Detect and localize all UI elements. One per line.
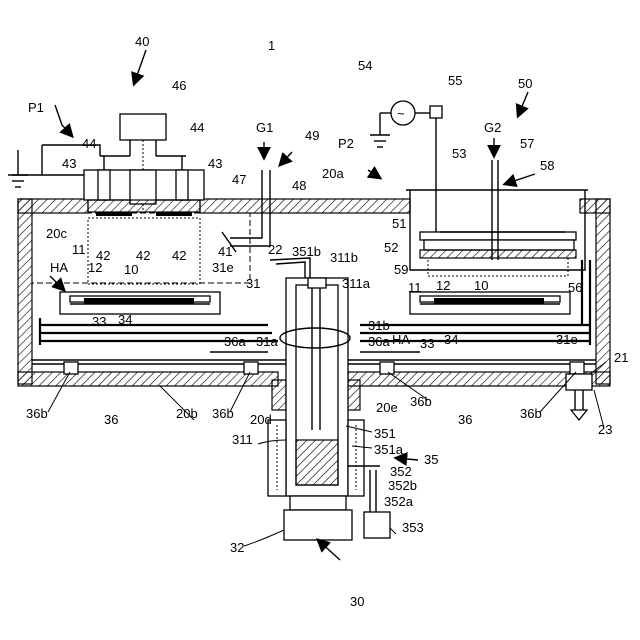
label-G1: G1 [256, 120, 273, 135]
label-22: 22 [268, 242, 282, 257]
power-box-46 [120, 114, 166, 140]
label-30: 30 [350, 594, 364, 609]
label-31e-b: 31e [556, 332, 578, 347]
label-23: 23 [598, 422, 612, 437]
label-10b: 10 [474, 278, 488, 293]
label-52: 52 [384, 240, 398, 255]
label-31a: 31a [256, 334, 278, 349]
label-351b: 351b [292, 244, 321, 259]
label-40: 40 [135, 34, 149, 49]
label-43b: 43 [208, 156, 222, 171]
label-311b: 311b [330, 250, 358, 265]
label-36-l: 36 [104, 412, 118, 427]
label-1: 1 [268, 38, 275, 53]
label-41: 41 [218, 244, 232, 259]
label-20e: 20e [376, 400, 398, 415]
label-31-top: 31 [246, 276, 260, 291]
label-20c: 20c [46, 226, 67, 241]
label-20a: 20a [322, 166, 344, 181]
label-352a: 352a [384, 494, 414, 509]
label-58: 58 [540, 158, 554, 173]
label-36-r: 36 [458, 412, 472, 427]
label-51: 51 [392, 216, 406, 231]
ac-symbol: ~ [397, 106, 405, 121]
label-35: 35 [424, 452, 438, 467]
label-36b-4: 36b [520, 406, 542, 421]
label-31e-a: 31e [212, 260, 234, 275]
label-11b: 11 [408, 280, 422, 295]
label-P1: P1 [28, 100, 44, 115]
label-351a: 351a [374, 442, 404, 457]
label-42c: 42 [172, 248, 186, 263]
label-34a: 34 [118, 312, 132, 327]
label-50: 50 [518, 76, 532, 91]
label-P2: P2 [338, 136, 354, 151]
label-12b: 12 [436, 278, 450, 293]
label-48: 48 [292, 178, 306, 193]
exhaust-23 [566, 374, 592, 420]
label-53: 53 [452, 146, 466, 161]
label-351: 351 [374, 426, 396, 441]
label-33a: 33 [92, 314, 106, 329]
label-12a: 12 [88, 260, 102, 275]
label-311: 311 [232, 432, 253, 447]
label-59: 59 [394, 262, 408, 277]
label-43a: 43 [62, 156, 76, 171]
electrode-assembly-50: ~ [370, 101, 588, 276]
label-36b-1: 36b [26, 406, 48, 421]
label-HAb: HA [392, 332, 410, 347]
label-10a: 10 [124, 262, 138, 277]
label-44b: 44 [190, 120, 204, 135]
label-36a-r: 36a [368, 334, 390, 349]
label-31b: 31b [368, 318, 390, 333]
label-HAa: HA [50, 260, 68, 275]
label-49: 49 [305, 128, 319, 143]
label-311a: 311a [342, 276, 371, 291]
label-20d: 20d [250, 412, 272, 427]
label-36a-l: 36a [224, 334, 246, 349]
label-352: 352 [390, 464, 412, 479]
label-11a: 11 [72, 242, 86, 257]
label-34b: 34 [444, 332, 458, 347]
label-32: 32 [230, 540, 244, 555]
motor-32 [290, 496, 346, 510]
label-46: 46 [172, 78, 186, 93]
label-44a: 44 [82, 136, 96, 151]
label-21: 21 [614, 350, 628, 365]
label-36b-2: 36b [212, 406, 234, 421]
label-55: 55 [448, 73, 462, 88]
central-shaft [268, 258, 390, 540]
label-33b: 33 [420, 336, 434, 351]
label-G2: G2 [484, 120, 501, 135]
sensor-353 [364, 512, 390, 538]
label-47: 47 [232, 172, 246, 187]
label-54: 54 [358, 58, 372, 73]
ground-icon [8, 175, 28, 187]
label-57: 57 [520, 136, 534, 151]
label-352b: 352b [388, 478, 417, 493]
label-42b: 42 [136, 248, 150, 263]
label-353: 353 [402, 520, 424, 535]
label-36b-3: 36b [410, 394, 432, 409]
label-56: 56 [568, 280, 582, 295]
